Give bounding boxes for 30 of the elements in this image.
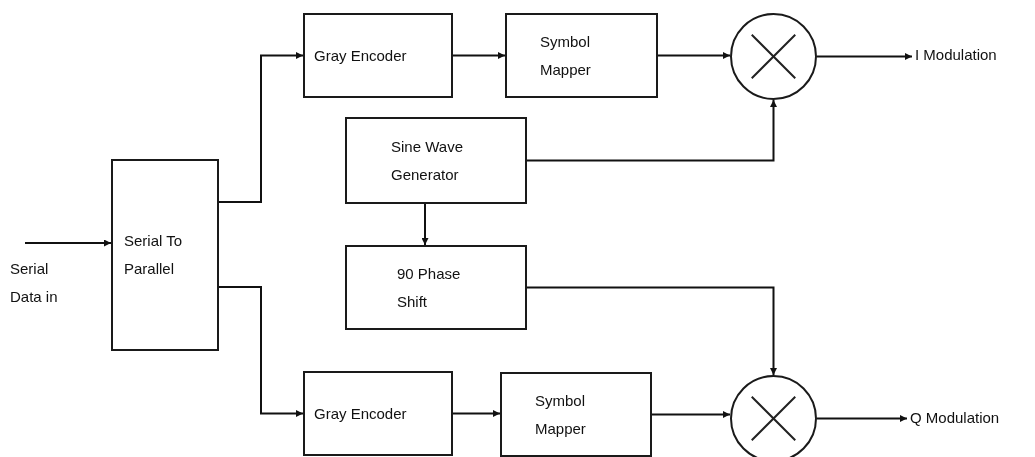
box-label: Gray Encoder bbox=[314, 403, 408, 424]
arrow bbox=[452, 410, 501, 417]
signal-label: Q Modulation bbox=[910, 408, 1001, 428]
process-box bbox=[500, 372, 652, 457]
process-box bbox=[111, 159, 219, 351]
arrow bbox=[657, 52, 731, 59]
box-label: Sine Wave Generator bbox=[391, 136, 464, 185]
box-label: Serial To Parallel bbox=[124, 231, 184, 279]
box-label: Symbol Mapper bbox=[535, 390, 587, 439]
box-label: Symbol Mapper bbox=[540, 31, 592, 80]
arrow bbox=[421, 203, 429, 246]
box-label: 90 Phase Shift bbox=[397, 263, 462, 312]
arrow bbox=[218, 286, 304, 417]
process-box bbox=[505, 13, 658, 98]
arrow bbox=[218, 52, 304, 203]
arrow bbox=[526, 99, 777, 162]
arrow bbox=[24, 239, 112, 247]
signal-label: I Modulation bbox=[915, 45, 998, 65]
box-label: Gray Encoder bbox=[314, 45, 408, 66]
arrow bbox=[651, 411, 731, 418]
process-box bbox=[345, 245, 527, 330]
process-box bbox=[303, 371, 453, 456]
arrow bbox=[526, 286, 777, 376]
process-box bbox=[345, 117, 527, 204]
arrow bbox=[452, 52, 506, 59]
arrow bbox=[816, 415, 908, 422]
arrow bbox=[816, 53, 913, 60]
signal-label: Serial Data in bbox=[10, 259, 59, 307]
multiplier-circle bbox=[730, 13, 817, 100]
process-box bbox=[303, 13, 453, 98]
